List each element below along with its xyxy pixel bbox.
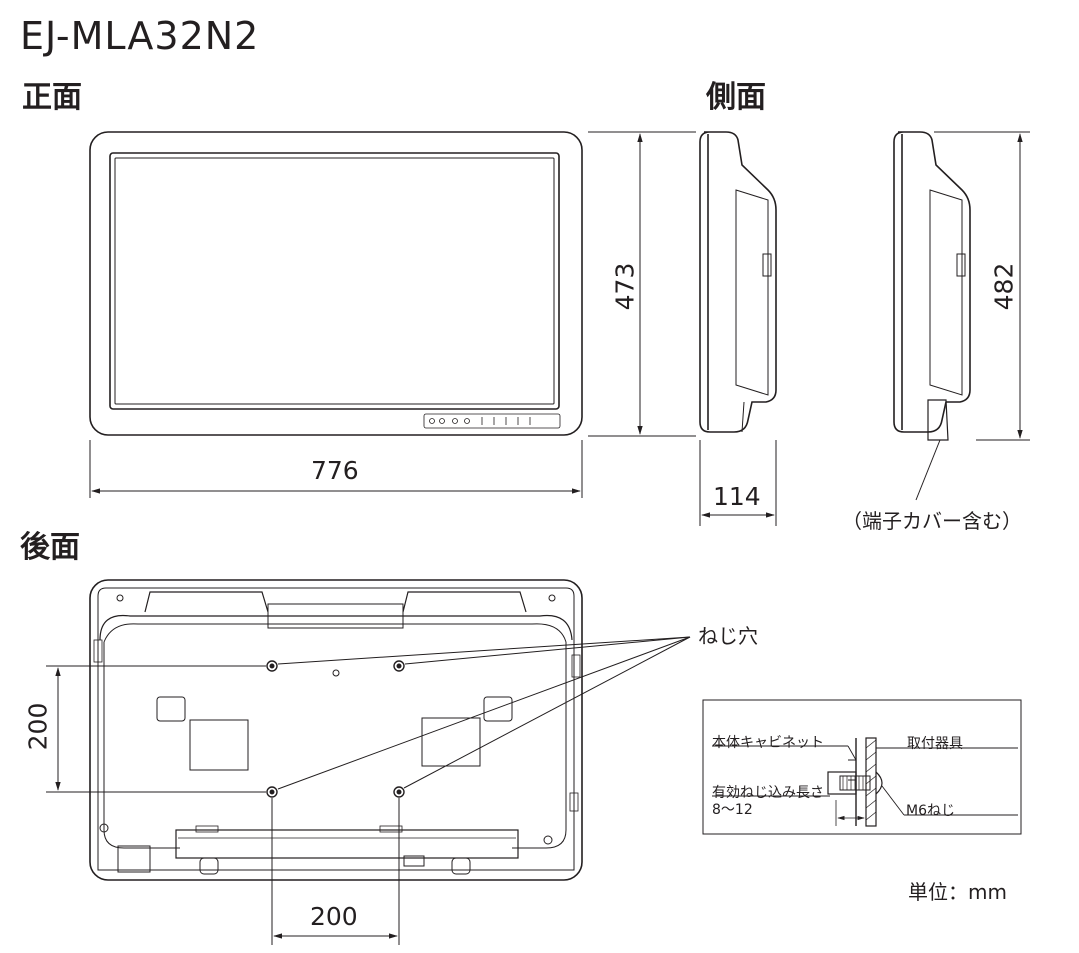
detail-frame [702,699,1022,835]
screw-depth-range: 8～12 [712,802,753,818]
side-view-right [893,131,971,441]
screw-holes-label: ねじ穴 [698,624,758,648]
side-dimension-lines [699,440,777,526]
screw-hole-top-left [266,660,278,672]
side-view-heading: 側面 [706,80,766,115]
screw-depth-label: 有効ねじ込み長さ [712,785,824,801]
side-view-left [699,131,777,433]
cabinet-label: 本体キャビネット [712,735,824,751]
rear-handle-left [144,591,269,613]
rear-handle-right [402,591,527,613]
screw-hole-bottom-left [266,786,278,798]
depth-dimension: 114 [713,482,761,511]
side2-dimension-lines [915,131,1030,501]
front-screen [114,157,555,405]
unit-label: 単位：mm [908,880,1007,904]
rear-view-heading: 後面 [20,530,80,565]
front-dimension-lines [89,131,696,498]
terminal-cover-note: （端子カバー含む） [842,509,1022,533]
screw-hole-leaders [277,636,691,790]
rear-view [89,579,583,881]
screw-head [875,771,883,795]
front-screen-frame [109,152,560,410]
screw-detail [702,699,1022,835]
rear-housing [89,579,583,881]
rear-terminal-area [175,829,519,859]
front-view-heading: 正面 [22,80,82,115]
width-dimension: 776 [311,456,359,485]
front-view [89,131,583,436]
screw-hole-top-right [393,660,405,672]
terminal-cover [927,399,949,441]
vesa-horizontal-dimension: 200 [310,902,358,931]
control-buttons [423,413,561,429]
front-bezel [89,131,583,436]
model-title: EJ-MLA32N2 [20,14,260,58]
rear-dimension-lines [46,665,400,945]
screw-hole-bottom-right [393,786,405,798]
vesa-screw-holes [266,660,405,798]
